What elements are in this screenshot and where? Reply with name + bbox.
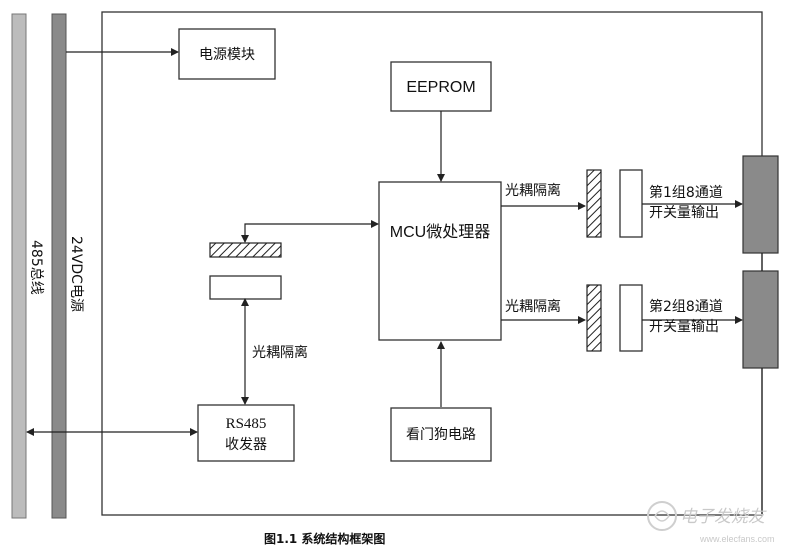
mcu-box [378, 181, 502, 341]
output-group-2-line-1: 第2组8通道 [649, 298, 723, 315]
mcu-to-left-opto-link [241, 220, 379, 243]
rs485-box [197, 404, 295, 462]
mcu-label: MCU微处理器 [390, 223, 490, 241]
optocoupler-2-block [586, 284, 602, 352]
optocoupler-left-label: 光耦隔离 [252, 344, 308, 361]
watermark-text: 电子发烧友 [680, 507, 767, 527]
watermark-logo: 电子发烧友 www.elecfans.com [647, 501, 775, 544]
power-module-box [178, 28, 276, 80]
bus-24vdc-bar [51, 13, 67, 519]
left-optocoupler-hatched [209, 242, 282, 258]
figure-caption: 图1.1 系统结构框架图 [264, 531, 385, 546]
power-module-label: 电源模块 [199, 47, 255, 63]
bus-24vdc-label: 24VDC电源 [68, 236, 84, 312]
output-group-2-line-2: 开关量输出 [649, 319, 719, 335]
optocoupler-1-block [586, 169, 602, 238]
watermark-url: www.elecfans.com [699, 534, 775, 544]
eeprom-label: EEPROM [406, 79, 475, 96]
left-optocoupler-box [209, 275, 282, 300]
eeprom-box [390, 61, 492, 112]
optocoupler-1-label: 光耦隔离 [505, 182, 561, 199]
rs485-label-line-1: RS485 [226, 416, 267, 432]
driver-1-box [619, 169, 643, 238]
optocoupler-2-label: 光耦隔离 [505, 298, 561, 315]
output-connector-2 [742, 270, 779, 369]
bus-485-label: 485总线 [28, 240, 44, 295]
output-group-1-line-1: 第1组8通道 [649, 184, 723, 201]
watchdog-box [390, 407, 492, 462]
bus-485-bar [11, 13, 27, 519]
driver-2-box [619, 284, 643, 352]
watchdog-label: 看门狗电路 [406, 427, 476, 443]
output-connector-1 [742, 155, 779, 254]
rs485-label-line-2: 收发器 [225, 437, 267, 453]
output-group-1-line-2: 开关量输出 [649, 205, 719, 221]
